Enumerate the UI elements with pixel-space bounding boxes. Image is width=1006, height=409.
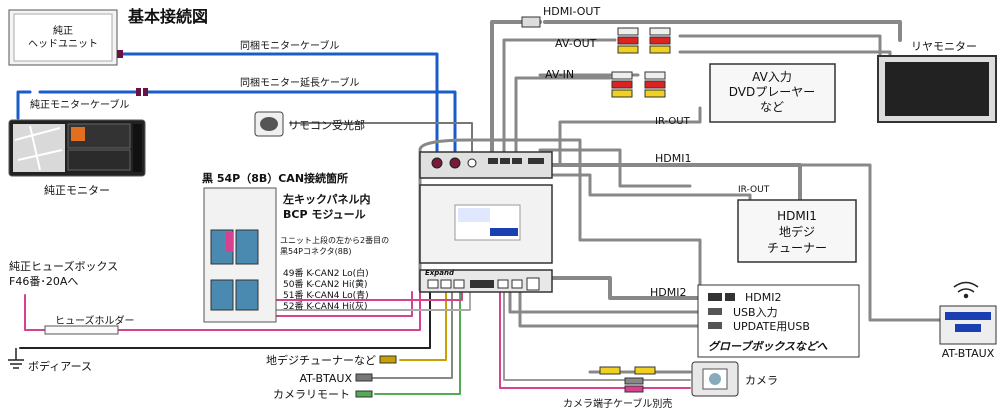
can-pin-49: 49番 K-CAN2 Lo(白): [283, 267, 369, 279]
camera-device: [691, 361, 739, 397]
rear-monitor: [877, 55, 997, 123]
diagram-title: 基本接続図: [127, 7, 208, 26]
can-pin-50: 50番 K-CAN2 Hi(黄): [283, 278, 368, 290]
head-unit: 純正 ヘッドユニット: [8, 9, 118, 66]
remote-receiver-label: リモコン受光部: [288, 118, 365, 132]
glovebox-usb-in: USB入力: [733, 306, 778, 319]
head-unit-label-2: ヘッドユニット: [28, 39, 98, 50]
monitor-cable-label: 同梱モニターケーブル: [240, 39, 339, 52]
hdmi1-tuner-line1: HDMI1: [777, 209, 817, 223]
hdmi1-tuner-line2: 地デジ: [779, 224, 815, 239]
camera-cable-note: カメラ端子ケーブル別売: [563, 397, 672, 409]
monitor-ext-cable-label: 同梱モニター延長ケーブル: [240, 76, 359, 89]
av-in-label: AV-IN: [545, 68, 574, 81]
main-unit-top: [419, 151, 553, 179]
av-in-rca-plugs: [611, 71, 666, 98]
hdmi1-tuner-device: [737, 199, 857, 263]
wireless-icon: [953, 281, 979, 299]
oem-monitor-label: 純正モニター: [44, 184, 110, 197]
av-input-device: [709, 63, 836, 123]
hdmi-out-connector: [521, 16, 541, 28]
av-out-rca-plugs: [617, 27, 671, 54]
av-input-line1: AV入力: [752, 70, 792, 84]
ext-cable-connector-1: [136, 88, 141, 96]
head-unit-label-1: 純正: [53, 24, 73, 37]
ir-out-label-1: IR-OUT: [655, 116, 691, 127]
can-panel-line2: BCP モジュール: [283, 208, 366, 221]
fuse-box-line1: 純正ヒューズボックス: [9, 259, 118, 273]
camera-label: カメラ: [745, 374, 778, 387]
can-panel-line1: 左キックパネル内: [282, 192, 370, 206]
bcp-module-illustration: [203, 187, 277, 323]
hdmi-out-label: HDMI-OUT: [543, 5, 600, 18]
can-heading: 黒 54P（8B）CAN接続箇所: [202, 171, 348, 185]
monitor-cable-connector: [117, 50, 123, 58]
at-btaux-conn-label: AT-BTAUX: [300, 372, 353, 385]
at-btaux-device: [939, 305, 997, 345]
glovebox-panel: [697, 284, 860, 358]
oem-monitor: [8, 119, 146, 177]
rear-monitor-label: リヤモニター: [911, 40, 977, 53]
hdmi1-label: HDMI1: [655, 152, 691, 165]
camera-remote-plug: [355, 390, 373, 398]
glovebox-update-usb: UPDATE用USB: [733, 320, 810, 333]
av-input-line2: DVDプレーヤー: [729, 85, 815, 99]
ext-cable-connector-2: [143, 88, 148, 96]
body-earth-label: ボディアース: [28, 359, 92, 373]
at-btaux-plug: [355, 373, 373, 382]
main-unit-board: [419, 184, 553, 264]
can-note-line2: 黒54Pコネクタ(8B): [280, 247, 352, 256]
ground-icon: [8, 348, 24, 369]
oem-monitor-cable-label: 純正モニターケーブル: [30, 98, 129, 111]
terrestrial-tuner-label: 地デジチューナーなど: [266, 353, 376, 367]
av-out-label: AV-OUT: [555, 37, 597, 50]
can-pin-51: 51番 K-CAN4 Lo(青): [283, 289, 369, 301]
glovebox-hdmi2: HDMI2: [745, 291, 781, 304]
terrestrial-tuner-plug: [379, 355, 397, 364]
remote-receiver: [254, 111, 284, 137]
camera-rca-plugs: [599, 366, 656, 393]
hdmi1-tuner-line3: チューナー: [767, 241, 827, 255]
can-pin-52: 52番 K-CAN4 Hi(灰): [283, 300, 368, 312]
fuse-holder: [44, 325, 119, 335]
camera-remote-label: カメラリモート: [273, 388, 350, 401]
at-btaux-label: AT-BTAUX: [942, 347, 995, 360]
av-input-line3: など: [760, 100, 784, 114]
fuse-holder-label: ヒューズホルダー: [55, 314, 135, 327]
unit-brand-label: Expand: [425, 269, 455, 277]
main-unit-bottom: Expand: [419, 269, 553, 293]
can-note-line1: ユニット上段の左から2番目の: [280, 235, 389, 245]
fuse-box-line2: F46番･20Aへ: [9, 275, 78, 288]
glovebox-note: グローブボックスなどへ: [708, 340, 828, 353]
hdmi2-label: HDMI2: [650, 286, 686, 299]
ir-out-label-2: IR-OUT: [738, 185, 770, 195]
